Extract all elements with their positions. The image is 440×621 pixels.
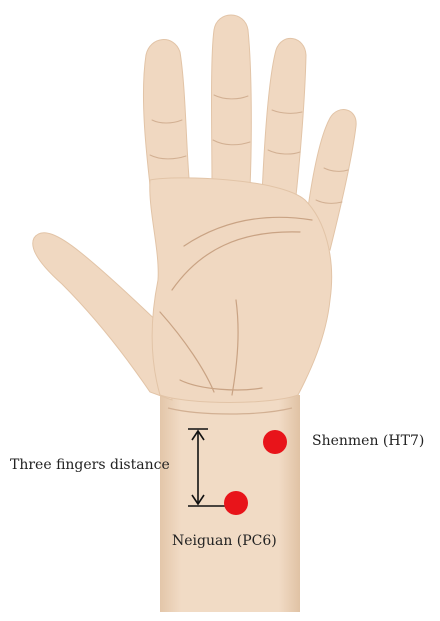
- hand: [33, 15, 356, 403]
- neiguan-label: Neiguan (PC6): [172, 534, 277, 548]
- three-fingers-distance-label: Three fingers distance: [10, 458, 170, 472]
- shenmen-acupoint: [263, 430, 287, 454]
- shenmen-label: Shenmen (HT7): [312, 434, 424, 448]
- neiguan-acupoint: [224, 491, 248, 515]
